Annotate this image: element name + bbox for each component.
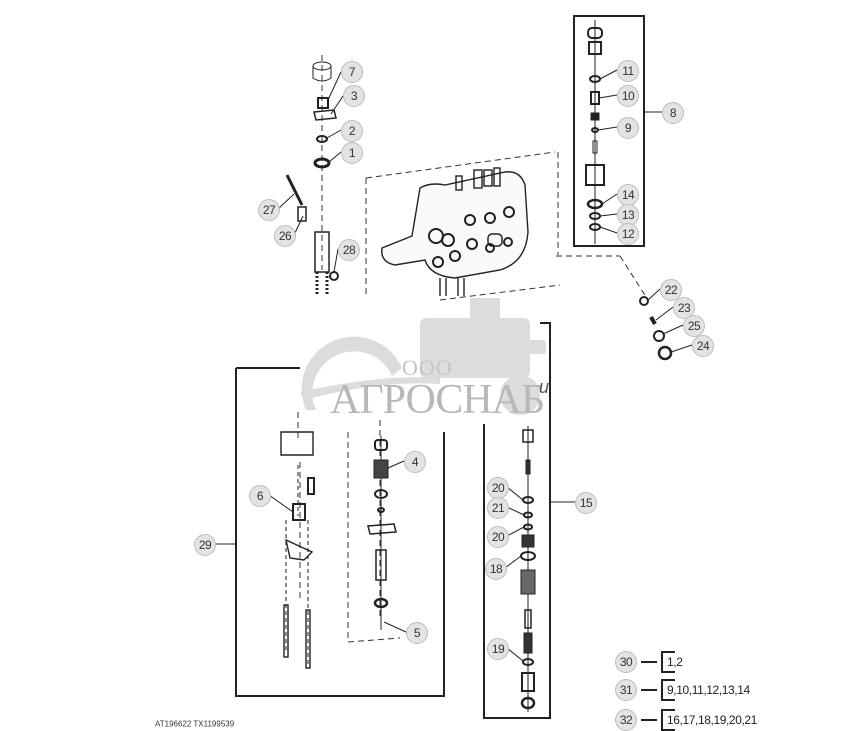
legend-bracket	[661, 651, 675, 673]
callout-11: 11	[617, 60, 639, 82]
callout-9: 9	[617, 117, 639, 139]
callout-1: 1	[341, 142, 363, 164]
legend-dash	[641, 661, 657, 663]
callout-24: 24	[692, 335, 714, 357]
callout-20: 20	[487, 477, 509, 499]
group-box-8	[573, 15, 645, 247]
group-mark: u	[539, 377, 550, 397]
callout-29: 29	[194, 534, 216, 556]
kit-number: 31	[615, 679, 637, 701]
callout-20: 20	[487, 526, 509, 548]
callout-6: 6	[249, 485, 271, 507]
legend-dash	[641, 719, 657, 721]
kit-parts: 9,10,11,12,13,14	[667, 683, 750, 697]
legend-dash	[641, 689, 657, 691]
drawing-reference: AT196622 TX1199539	[155, 719, 235, 729]
watermark-graphic	[300, 298, 546, 415]
callout-7: 7	[341, 61, 363, 83]
kit-legend-row: 32 16,17,18,19,20,21	[615, 709, 757, 731]
callout-12: 12	[617, 223, 639, 245]
callout-4: 4	[404, 451, 426, 473]
kit-legend-row: 30 1,2	[615, 651, 683, 673]
callout-28: 28	[338, 239, 360, 261]
callout-21: 21	[487, 497, 509, 519]
kit-number: 30	[615, 651, 637, 673]
callout-5: 5	[406, 622, 428, 644]
group-box-29	[235, 368, 445, 697]
callout-18: 18	[485, 558, 507, 580]
callout-3: 3	[343, 85, 365, 107]
kit-parts: 16,17,18,19,20,21	[667, 713, 757, 727]
kit-number: 32	[615, 709, 637, 731]
legend-bracket	[661, 709, 675, 731]
watermark-prefix: ООО	[402, 355, 453, 380]
callout-15: 15	[575, 492, 597, 514]
callout-22: 22	[660, 279, 682, 301]
callout-14: 14	[617, 184, 639, 206]
callout-8: 8	[662, 102, 684, 124]
group-box-15	[483, 322, 551, 719]
kit-legend-row: 31 9,10,11,12,13,14	[615, 679, 750, 701]
callout-2: 2	[341, 120, 363, 142]
callout-23: 23	[673, 297, 695, 319]
watermark-brand: АГРОСНАБ	[330, 377, 545, 423]
callout-19: 19	[487, 638, 509, 660]
callout-10: 10	[617, 85, 639, 107]
legend-bracket	[661, 679, 675, 701]
callout-26: 26	[274, 225, 296, 247]
callout-25: 25	[683, 315, 705, 337]
kit-parts: 1,2	[667, 655, 683, 669]
callout-27: 27	[258, 199, 280, 221]
